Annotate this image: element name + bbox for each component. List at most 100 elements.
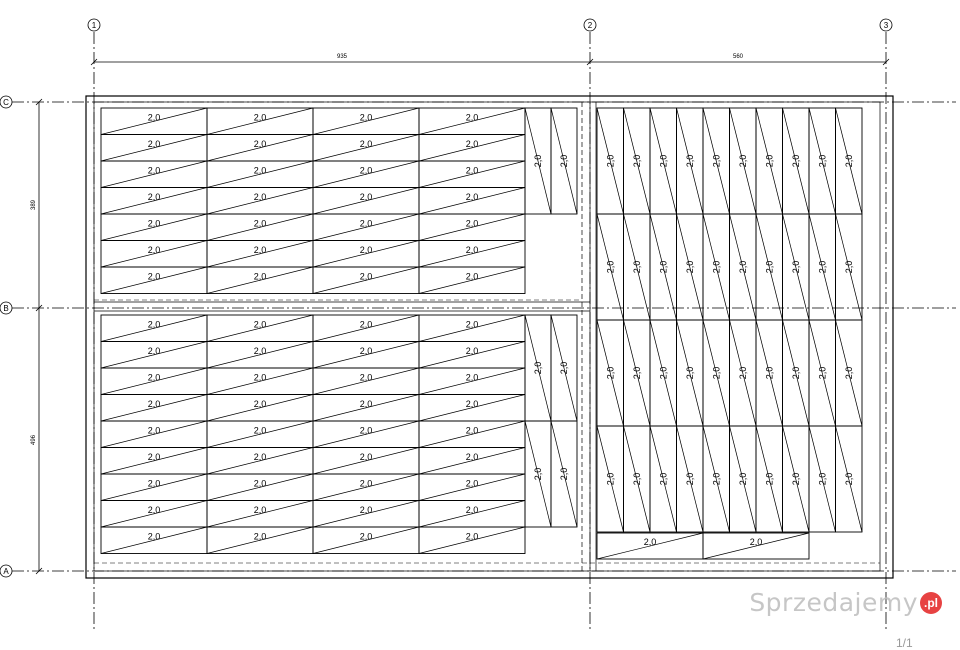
slab-panel: 2,0 [418,187,526,215]
slab-label: 2,0 [254,245,267,255]
slab-panel: 2,0 [702,425,730,533]
slab-label: 2,0 [148,372,161,382]
slab-label: 2,0 [791,367,801,380]
slab-label: 2,0 [466,399,479,409]
slab-panel: 2,0 [782,425,810,533]
slab-panel: 2,0 [524,314,552,422]
slab-panel: 2,0 [206,473,314,501]
slab-label: 2,0 [360,165,373,175]
slab-panel: 2,0 [312,341,420,369]
slab-label: 2,0 [148,425,161,435]
slab-label: 2,0 [711,367,721,380]
slab-panel: 2,0 [835,213,863,321]
slab-label: 2,0 [466,165,479,175]
axis-label-1: 1 [92,21,97,30]
slab-panel: 2,0 [835,319,863,427]
slab-label: 2,0 [466,192,479,202]
slab-label: 2,0 [559,362,569,375]
page-counter: 1/1 [896,636,913,650]
slab-panel: 2,0 [596,425,624,533]
slab-label: 2,0 [466,372,479,382]
slab-label: 2,0 [466,346,479,356]
slab-panel: 2,0 [835,425,863,533]
slab-panel: 2,0 [312,160,420,188]
slab-panel: 2,0 [206,266,314,294]
slab-panel: 2,0 [418,473,526,501]
slab-panel: 2,0 [418,134,526,162]
slab-label: 2,0 [817,155,827,168]
slab-panel: 2,0 [100,187,208,215]
slab-label: 2,0 [844,473,854,486]
slab-label: 2,0 [254,478,267,488]
slab-label: 2,0 [685,155,695,168]
axis-bubbles: 1 2 3 C B A [0,18,893,578]
slab-label: 2,0 [533,155,543,168]
axis-label-a: A [3,567,9,576]
slab-label: 2,0 [360,319,373,329]
watermark-badge: .pl [920,591,942,614]
slab-panel: 2,0 [623,107,651,215]
slab-label: 2,0 [254,218,267,228]
slab-label: 2,0 [254,271,267,281]
slab-panel: 2,0 [100,240,208,268]
watermark: Sprzedajemy .pl [749,588,942,617]
slab-panel: 2,0 [702,319,730,427]
slab-panel: 2,0 [676,107,704,215]
slab-label: 2,0 [764,473,774,486]
slab-panel: 2,0 [729,107,757,215]
slab-panel: 2,0 [100,500,208,528]
slab-label: 2,0 [764,261,774,274]
dimension-496: 496 [31,434,37,445]
slab-panel: 2,0 [100,341,208,369]
slab-panel: 2,0 [808,107,836,215]
slab-panel: 2,0 [418,314,526,342]
slab-panel: 2,0 [100,213,208,241]
slab-label: 2,0 [148,452,161,462]
slab-label: 2,0 [466,319,479,329]
slab-label: 2,0 [533,468,543,481]
slab-panel: 2,0 [206,526,314,554]
slab-label: 2,0 [254,165,267,175]
slab-label: 2,0 [750,537,763,547]
dimension-560: 560 [733,54,744,60]
slab-panel: 2,0 [418,341,526,369]
slab-panel: 2,0 [206,500,314,528]
slab-panel: 2,0 [418,526,526,554]
slab-label: 2,0 [658,261,668,274]
slab-panel: 2,0 [100,526,208,554]
slab-label: 2,0 [254,505,267,515]
slab-panel: 2,0 [100,266,208,294]
slab-panel: 2,0 [596,532,704,560]
slab-panel: 2,0 [100,394,208,422]
slab-label: 2,0 [148,505,161,515]
slab-panel: 2,0 [782,213,810,321]
slab-label: 2,0 [817,473,827,486]
slab-panel: 2,0 [312,394,420,422]
slab-panel: 2,0 [206,187,314,215]
slab-panel: 2,0 [312,266,420,294]
slab-label: 2,0 [466,218,479,228]
slab-label: 2,0 [148,245,161,255]
slab-label: 2,0 [360,139,373,149]
slab-panel: 2,0 [623,319,651,427]
slab-label: 2,0 [711,155,721,168]
slab-label: 2,0 [685,473,695,486]
slab-label: 2,0 [844,155,854,168]
slab-panel: 2,0 [418,160,526,188]
slab-label: 2,0 [685,367,695,380]
slab-panel: 2,0 [755,213,783,321]
slab-label: 2,0 [658,367,668,380]
slab-label: 2,0 [466,139,479,149]
slab-panel: 2,0 [206,314,314,342]
slab-label: 2,0 [791,473,801,486]
slab-panel: 2,0 [418,367,526,395]
slab-panel: 2,0 [702,107,730,215]
slab-panel: 2,0 [312,367,420,395]
slab-panel: 2,0 [418,394,526,422]
slab-label: 2,0 [632,261,642,274]
slab-label: 2,0 [360,425,373,435]
slab-panel: 2,0 [206,213,314,241]
slab-label: 2,0 [360,478,373,488]
slab-panel: 2,0 [623,425,651,533]
slab-panel: 2,0 [418,420,526,448]
